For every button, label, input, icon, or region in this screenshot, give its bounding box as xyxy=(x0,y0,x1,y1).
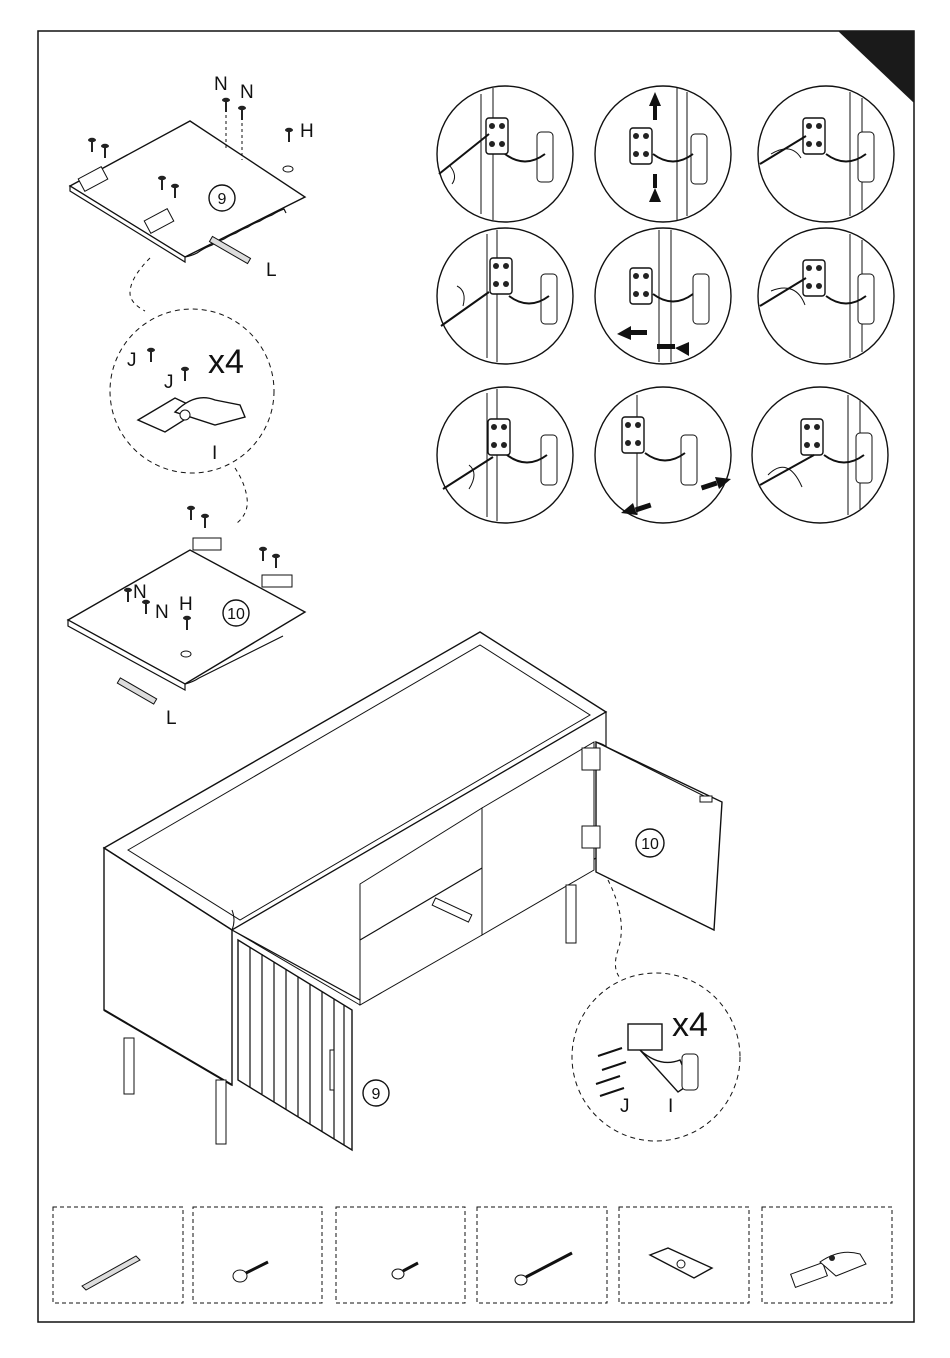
adjust-circle-3 xyxy=(758,86,894,222)
part-box-magnet-plate xyxy=(619,1207,749,1303)
adjust-circle-8 xyxy=(595,387,731,523)
door-10-panel: 10 N N H L xyxy=(68,506,305,729)
adjust-circle-9 xyxy=(752,387,888,523)
parts-row xyxy=(53,1207,892,1303)
hinge-adjustment-grid xyxy=(437,86,894,523)
long-screw-icon xyxy=(515,1253,572,1285)
cabinet-door-9-number: 9 xyxy=(372,1086,381,1103)
part-label-l: L xyxy=(166,708,177,729)
part-label-i: I xyxy=(668,1096,673,1117)
screw-label-n1: N xyxy=(133,582,147,603)
part-box-short-screw xyxy=(193,1207,322,1303)
part-label-h: H xyxy=(300,121,314,142)
hinge-icon xyxy=(791,1252,866,1287)
adjust-circle-6 xyxy=(758,228,894,364)
part-box-small-screw xyxy=(336,1207,465,1303)
adjust-circle-5 xyxy=(595,228,731,364)
quantity-x4: x4 xyxy=(208,343,244,381)
part-box-magnet-strip xyxy=(53,1207,183,1303)
adjust-circle-2 xyxy=(595,86,731,222)
screw-label-j: J xyxy=(620,1096,630,1117)
adjust-circle-7 xyxy=(437,387,573,523)
adjust-circle-4 xyxy=(437,228,573,364)
door-10-number: 10 xyxy=(227,606,245,623)
hinge-zoom-top: J J x4 I xyxy=(110,309,274,473)
short-screw-icon xyxy=(233,1262,268,1282)
cabinet-door-10-number: 10 xyxy=(641,836,659,853)
part-label-l: L xyxy=(266,260,277,281)
screw-label-j1: J xyxy=(127,350,137,371)
magnet-plate-icon xyxy=(650,1248,712,1278)
part-box-long-screw xyxy=(477,1207,607,1303)
adjust-circle-1 xyxy=(437,86,573,222)
door-9-number: 9 xyxy=(218,191,227,208)
part-box-hinge xyxy=(762,1207,892,1303)
screw-label-j2: J xyxy=(164,372,174,393)
small-screw-icon xyxy=(392,1263,418,1279)
screw-label-n2: N xyxy=(155,602,169,623)
magnet-strip-icon xyxy=(82,1256,140,1290)
part-label-i: I xyxy=(212,443,217,464)
screw-label-n1: N xyxy=(214,74,228,95)
part-label-h: H xyxy=(179,594,193,615)
screw-label-n2: N xyxy=(240,82,254,103)
hinge-zoom-bottom: x4 J I xyxy=(572,973,740,1141)
door-9-panel: 9 N N H L xyxy=(70,74,314,281)
quantity-x4: x4 xyxy=(672,1006,708,1044)
